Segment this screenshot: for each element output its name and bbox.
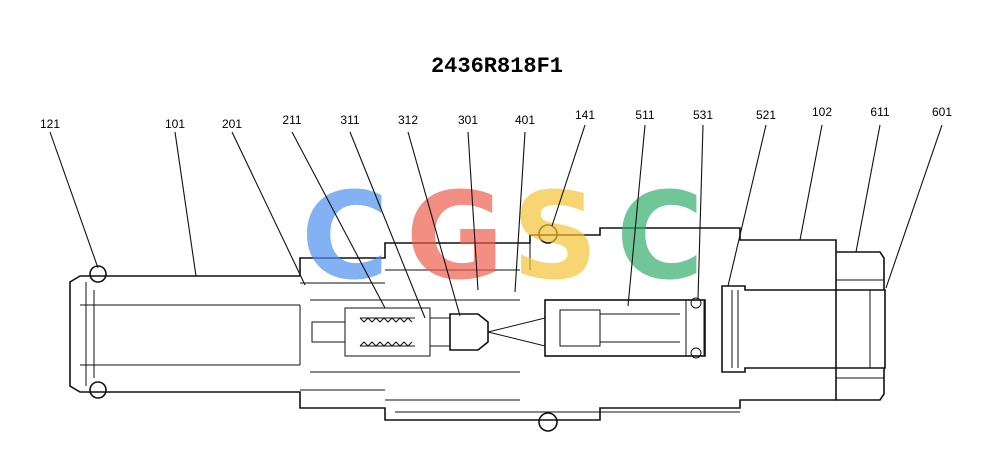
watermark-letter-g: G — [406, 168, 505, 307]
callout-101: 101 — [165, 117, 185, 131]
callout-511: 511 — [635, 108, 654, 122]
valve-body-drawing — [69, 224, 886, 432]
cgsc-watermark: C G S C — [301, 168, 704, 307]
callout-121: 121 — [40, 117, 60, 131]
callout-201: 201 — [222, 117, 242, 131]
callout-141: 141 — [575, 108, 595, 122]
callout-601: 601 — [932, 105, 952, 119]
callout-531: 531 — [693, 108, 713, 122]
callout-labels: 121 101 201 211 311 312 301 401 141 511 … — [40, 105, 952, 131]
part-number-title: 2436R818F1 — [431, 54, 563, 79]
callout-301: 301 — [458, 113, 478, 127]
callout-611: 611 — [870, 105, 889, 119]
watermark-letter-s: S — [512, 168, 598, 307]
callout-401: 401 — [515, 113, 535, 127]
watermark-letter-c2: C — [616, 168, 704, 307]
callout-leaders — [49, 124, 943, 319]
callout-311: 311 — [340, 113, 359, 127]
callout-521: 521 — [756, 108, 776, 122]
callout-211: 211 — [282, 113, 301, 127]
callout-102: 102 — [812, 105, 832, 119]
callout-312: 312 — [398, 113, 418, 127]
watermark-letter-c1: C — [301, 168, 389, 307]
